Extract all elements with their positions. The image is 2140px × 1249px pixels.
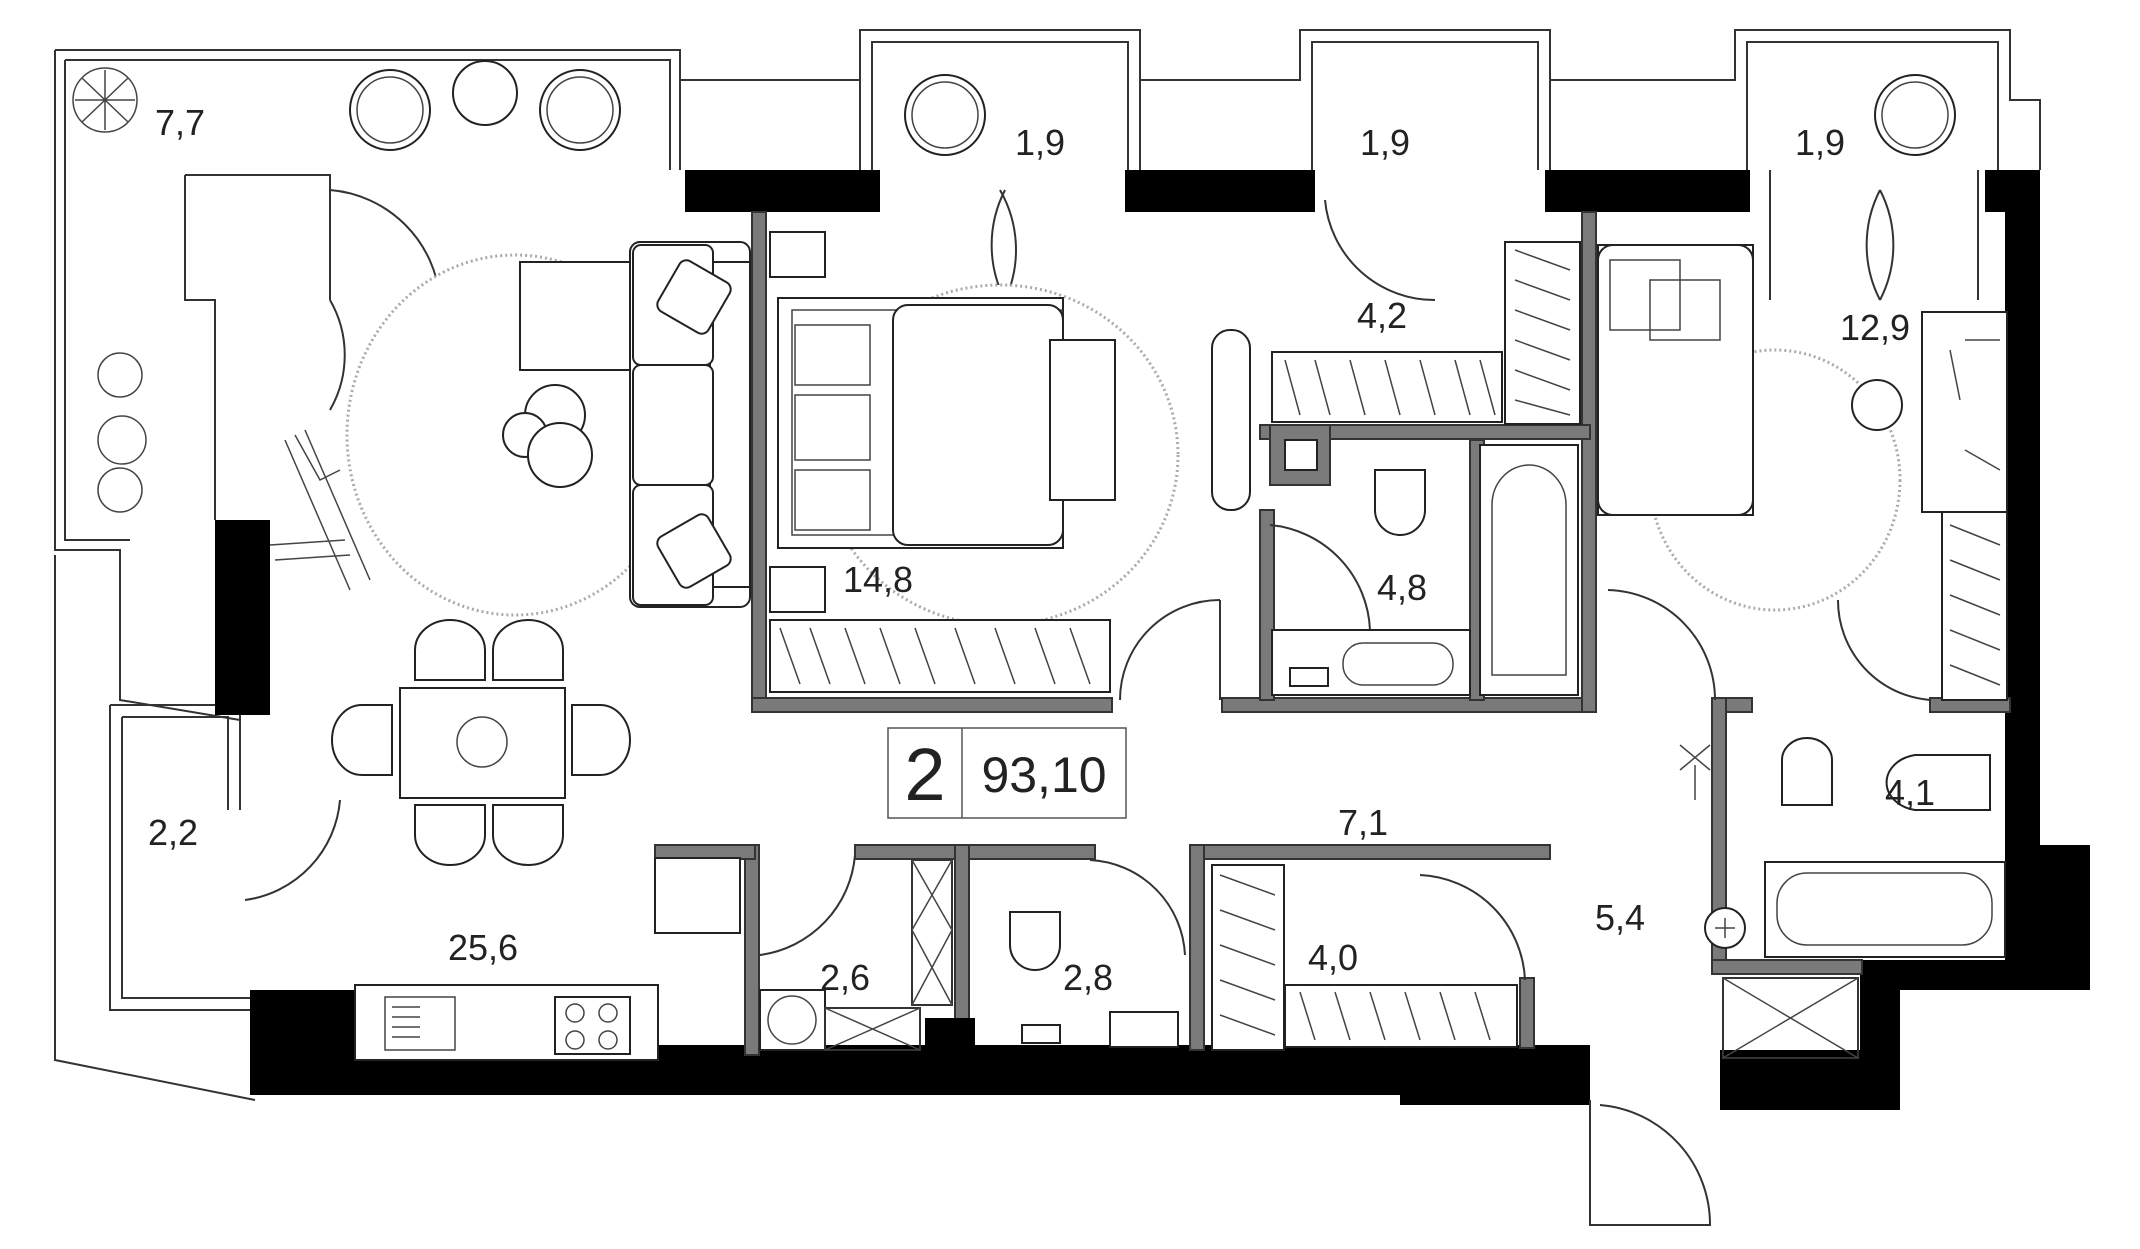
balcony-door-2[interactable]: [1324, 199, 1436, 302]
lounge-chair-icon: [349, 60, 621, 151]
terrace-door[interactable]: [329, 189, 441, 301]
rooms-count: 2: [904, 733, 945, 816]
sun-lounger-icon: [269, 429, 371, 591]
fridge-icon: [654, 857, 741, 934]
room-label-closet-top: 4,2: [1357, 295, 1407, 336]
closet-door[interactable]: [1419, 874, 1526, 981]
balcony-outline-3: [1550, 29, 2041, 300]
master-bath-fixtures: [1269, 424, 1579, 696]
outlet-icon: [1289, 667, 1329, 687]
entrance-door[interactable]: [1589, 1100, 1712, 1226]
ottoman: [519, 261, 646, 371]
outlet-icon: [1021, 1024, 1061, 1044]
bed-icon: [1597, 244, 1754, 516]
shaft-icon: [1722, 977, 1859, 1059]
plant-icon: [1679, 744, 1711, 800]
wc-fixtures: [1009, 911, 1179, 1048]
bathtub-icon: [1479, 444, 1579, 696]
wardrobe-icon: [1271, 241, 1581, 425]
sofa-icon: [629, 241, 751, 608]
room-label-laundry: 2,6: [820, 957, 870, 998]
kitchen-furniture: [354, 857, 741, 1061]
balcony-outline-1: [680, 29, 1551, 170]
cabinet-icon: [824, 1007, 921, 1051]
plant-icon: [97, 352, 147, 513]
room-label-bathroom-second: 4,1: [1885, 772, 1935, 813]
washer-icon: [759, 989, 826, 1051]
wc-door[interactable]: [1089, 859, 1186, 956]
dining-table-icon: [331, 619, 631, 866]
balcony-door-1[interactable]: [999, 189, 1017, 301]
toilet-icon: [1009, 911, 1061, 971]
desk-icon: [1921, 311, 2008, 513]
room-label-balcony-1: 1,9: [1015, 122, 1065, 163]
room-labels: 7,7 1,9 1,9 1,9 4,2 12,9 14,8 4,8 2,2 4,…: [148, 102, 1935, 998]
laundry-furniture: [759, 859, 953, 1051]
room-label-entrance: 5,4: [1595, 897, 1645, 938]
wardrobe-icon: [1941, 511, 2008, 701]
bedroom2-door[interactable]: [1607, 589, 1716, 701]
wall-pier-1: [298, 1015, 348, 1055]
second-bedroom-furniture: [1597, 244, 2008, 701]
office-chair-icon: [1851, 379, 1903, 431]
balcony-door-3[interactable]: [1879, 189, 1895, 301]
apartment-badge: 2 93,10: [887, 727, 1127, 819]
interior-walls: [654, 211, 2011, 1056]
terrace-furniture: [72, 60, 621, 591]
plant-icon: [72, 67, 138, 133]
laundry-door[interactable]: [759, 854, 856, 956]
master-bedroom-furniture: [769, 231, 1180, 693]
bathroom-door[interactable]: [1269, 524, 1371, 631]
shaft-icon: [911, 859, 953, 1006]
room-label-bedroom-second: 12,9: [1840, 307, 1910, 348]
room-label-balcony-3: 1,9: [1795, 122, 1845, 163]
room-label-balcony-2: 1,9: [1360, 122, 1410, 163]
toilet-icon: [1885, 754, 1991, 811]
balcony-left-door[interactable]: [244, 799, 341, 901]
room-label-wc: 2,8: [1063, 957, 1113, 998]
sink-icon: [1781, 737, 1833, 806]
room-label-balcony-left: 2,2: [148, 812, 198, 853]
cooktop-icon: [554, 996, 631, 1055]
balcony-table-icon: [904, 74, 1956, 156]
bed-icon: [777, 297, 1064, 549]
room-label-closet-bottom: 4,0: [1308, 937, 1358, 978]
nightstand-icon: [769, 566, 826, 613]
wardrobe-icon: [769, 619, 1111, 693]
room-label-living-kitchen: 25,6: [448, 927, 518, 968]
mirror-icon: [1211, 329, 1251, 511]
badge-frame: [887, 727, 1127, 819]
balcony-outline-left: [54, 555, 260, 1101]
wall-pier-2: [925, 1018, 975, 1054]
bedroom-door[interactable]: [1119, 599, 1221, 701]
terrace-outline: [54, 49, 681, 721]
sink-icon: [384, 996, 456, 1051]
total-area: 93,10: [981, 747, 1106, 803]
room-label-hall: 7,1: [1338, 802, 1388, 843]
bench: [1049, 339, 1116, 501]
sink-icon: [1109, 1011, 1179, 1048]
living-room-furniture: [331, 241, 751, 866]
room-label-terrace: 7,7: [155, 102, 205, 143]
entrance-furniture: [1704, 907, 1746, 949]
bathtub-icon: [1764, 861, 2006, 958]
room-label-bathroom-master: 4,8: [1377, 567, 1427, 608]
coffee-table-icon: [502, 384, 593, 488]
room-label-bedroom-master: 14,8: [843, 559, 913, 600]
second-bath-fixtures: [1679, 737, 2006, 1059]
wardrobe-icon: [1211, 864, 1518, 1051]
toilet-icon: [1374, 469, 1426, 536]
nightstand-icon: [769, 231, 826, 278]
